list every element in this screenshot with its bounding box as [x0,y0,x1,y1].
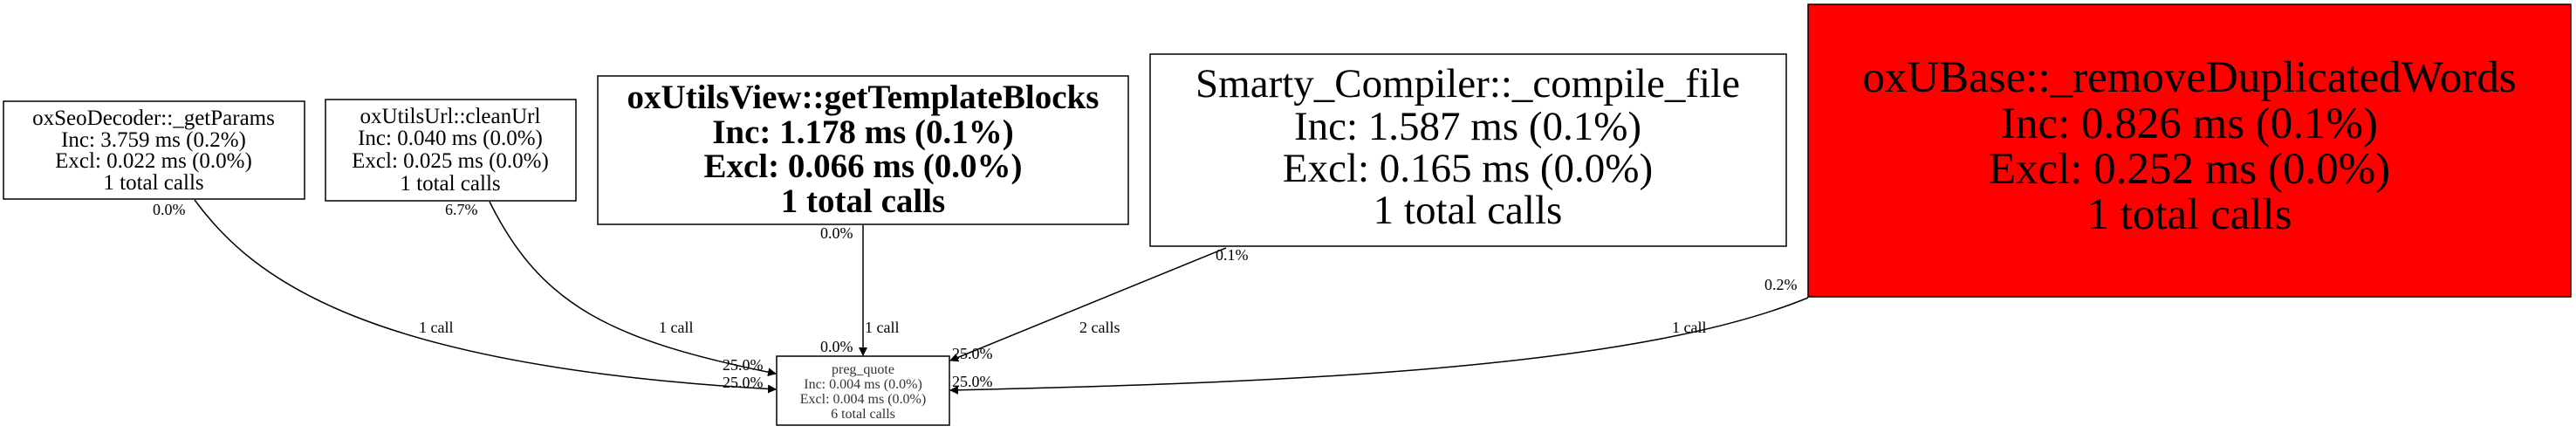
edge-seo-to-preg: 0.0% 1 call 25.0% [153,199,777,394]
node-smarty-compiler-compile-file[interactable]: Smarty_Compiler::_compile_file Inc: 1.58… [1149,53,1787,247]
edge-tail-label: 0.0% [153,201,186,218]
node-oxubase-removeduplicatedwords[interactable]: oxUBase::_removeDuplicatedWords Inc: 0.8… [1807,3,2572,298]
node-oxutilsurl-cleanurl[interactable]: oxUtilsUrl::cleanUrl Inc: 0.040 ms (0.0%… [325,99,577,202]
node-box [597,75,1129,225]
node-excl: Excl: 0.004 ms (0.0%) [800,392,926,407]
node-title: oxSeoDecoder::_getParams [32,107,275,130]
node-calls: 1 total calls [781,182,945,220]
edge-calls-label: 1 call [865,319,899,336]
node-oxseodecoder-getparams[interactable]: oxSeoDecoder::_getParams Inc: 3.759 ms (… [3,100,305,200]
node-box [325,99,577,202]
node-title: oxUtilsUrl::cleanUrl [360,105,541,128]
edge-line [949,247,1227,362]
node-excl: Excl: 0.022 ms (0.0%) [55,149,252,173]
node-inc: Inc: 0.826 ms (0.1%) [2001,100,2378,148]
node-calls: 6 total calls [831,407,895,422]
edge-line [489,201,777,377]
node-excl: Excl: 0.165 ms (0.0%) [1283,146,1653,191]
node-inc: Inc: 1.587 ms (0.1%) [1294,104,1641,149]
node-title: oxUtilsView::getTemplateBlocks [627,79,1100,116]
edge-tail-label: 0.2% [1764,276,1798,293]
edge-line [949,297,1809,395]
node-inc: Inc: 0.040 ms (0.0%) [358,127,543,150]
node-box [776,355,950,426]
node-excl: Excl: 0.025 ms (0.0%) [352,149,549,173]
node-oxutilsview-gettemplateblocks[interactable]: oxUtilsView::getTemplateBlocks Inc: 1.17… [597,75,1129,225]
node-box [1807,3,2572,298]
node-calls: 1 total calls [400,172,500,196]
edge-smarty-to-preg: 0.1% 2 calls 25.0% [949,246,1249,362]
edge-url-to-preg: 6.7% 1 call 25.0% [445,201,777,377]
node-inc: Inc: 3.759 ms (0.2%) [61,128,246,152]
edge-head-label: 25.0% [723,374,764,391]
edge-calls-label: 2 calls [1079,319,1120,336]
edge-tail-label: 0.1% [1216,246,1249,264]
node-title: Smarty_Compiler::_compile_file [1196,61,1740,107]
node-excl: Excl: 0.066 ms (0.0%) [703,148,1022,185]
edge-calls-label: 1 call [659,319,693,336]
edge-head-label: 25.0% [952,345,993,362]
node-preg-quote[interactable]: preg_quote Inc: 0.004 ms (0.0%) Excl: 0.… [776,355,950,426]
edge-ubase-to-preg: 0.2% 1 call 25.0% [949,276,1809,395]
node-box [1149,53,1787,247]
node-box [3,100,305,200]
node-inc: Inc: 0.004 ms (0.0%) [804,377,922,392]
edge-head-label: 25.0% [952,373,993,390]
node-excl: Excl: 0.252 ms (0.0%) [1989,145,2390,194]
edge-line [194,199,777,394]
node-title: oxUBase::_removeDuplicatedWords [1862,53,2516,102]
node-title: preg_quote [832,362,894,377]
edge-tail-label: 0.0% [820,224,853,242]
node-inc: Inc: 1.178 ms (0.1%) [712,113,1014,151]
edge-tail-label: 6.7% [445,201,478,218]
edge-calls-label: 1 call [1672,319,1706,336]
node-calls: 1 total calls [1374,188,1563,233]
node-calls: 1 total calls [103,171,203,195]
edge-head-label: 25.0% [723,356,764,374]
edge-head-label: 0.0% [820,338,853,355]
edge-calls-label: 1 call [419,319,453,336]
node-calls: 1 total calls [2086,190,2292,239]
edge-tpl-to-preg: 0.0% 1 call 0.0% [820,224,899,356]
